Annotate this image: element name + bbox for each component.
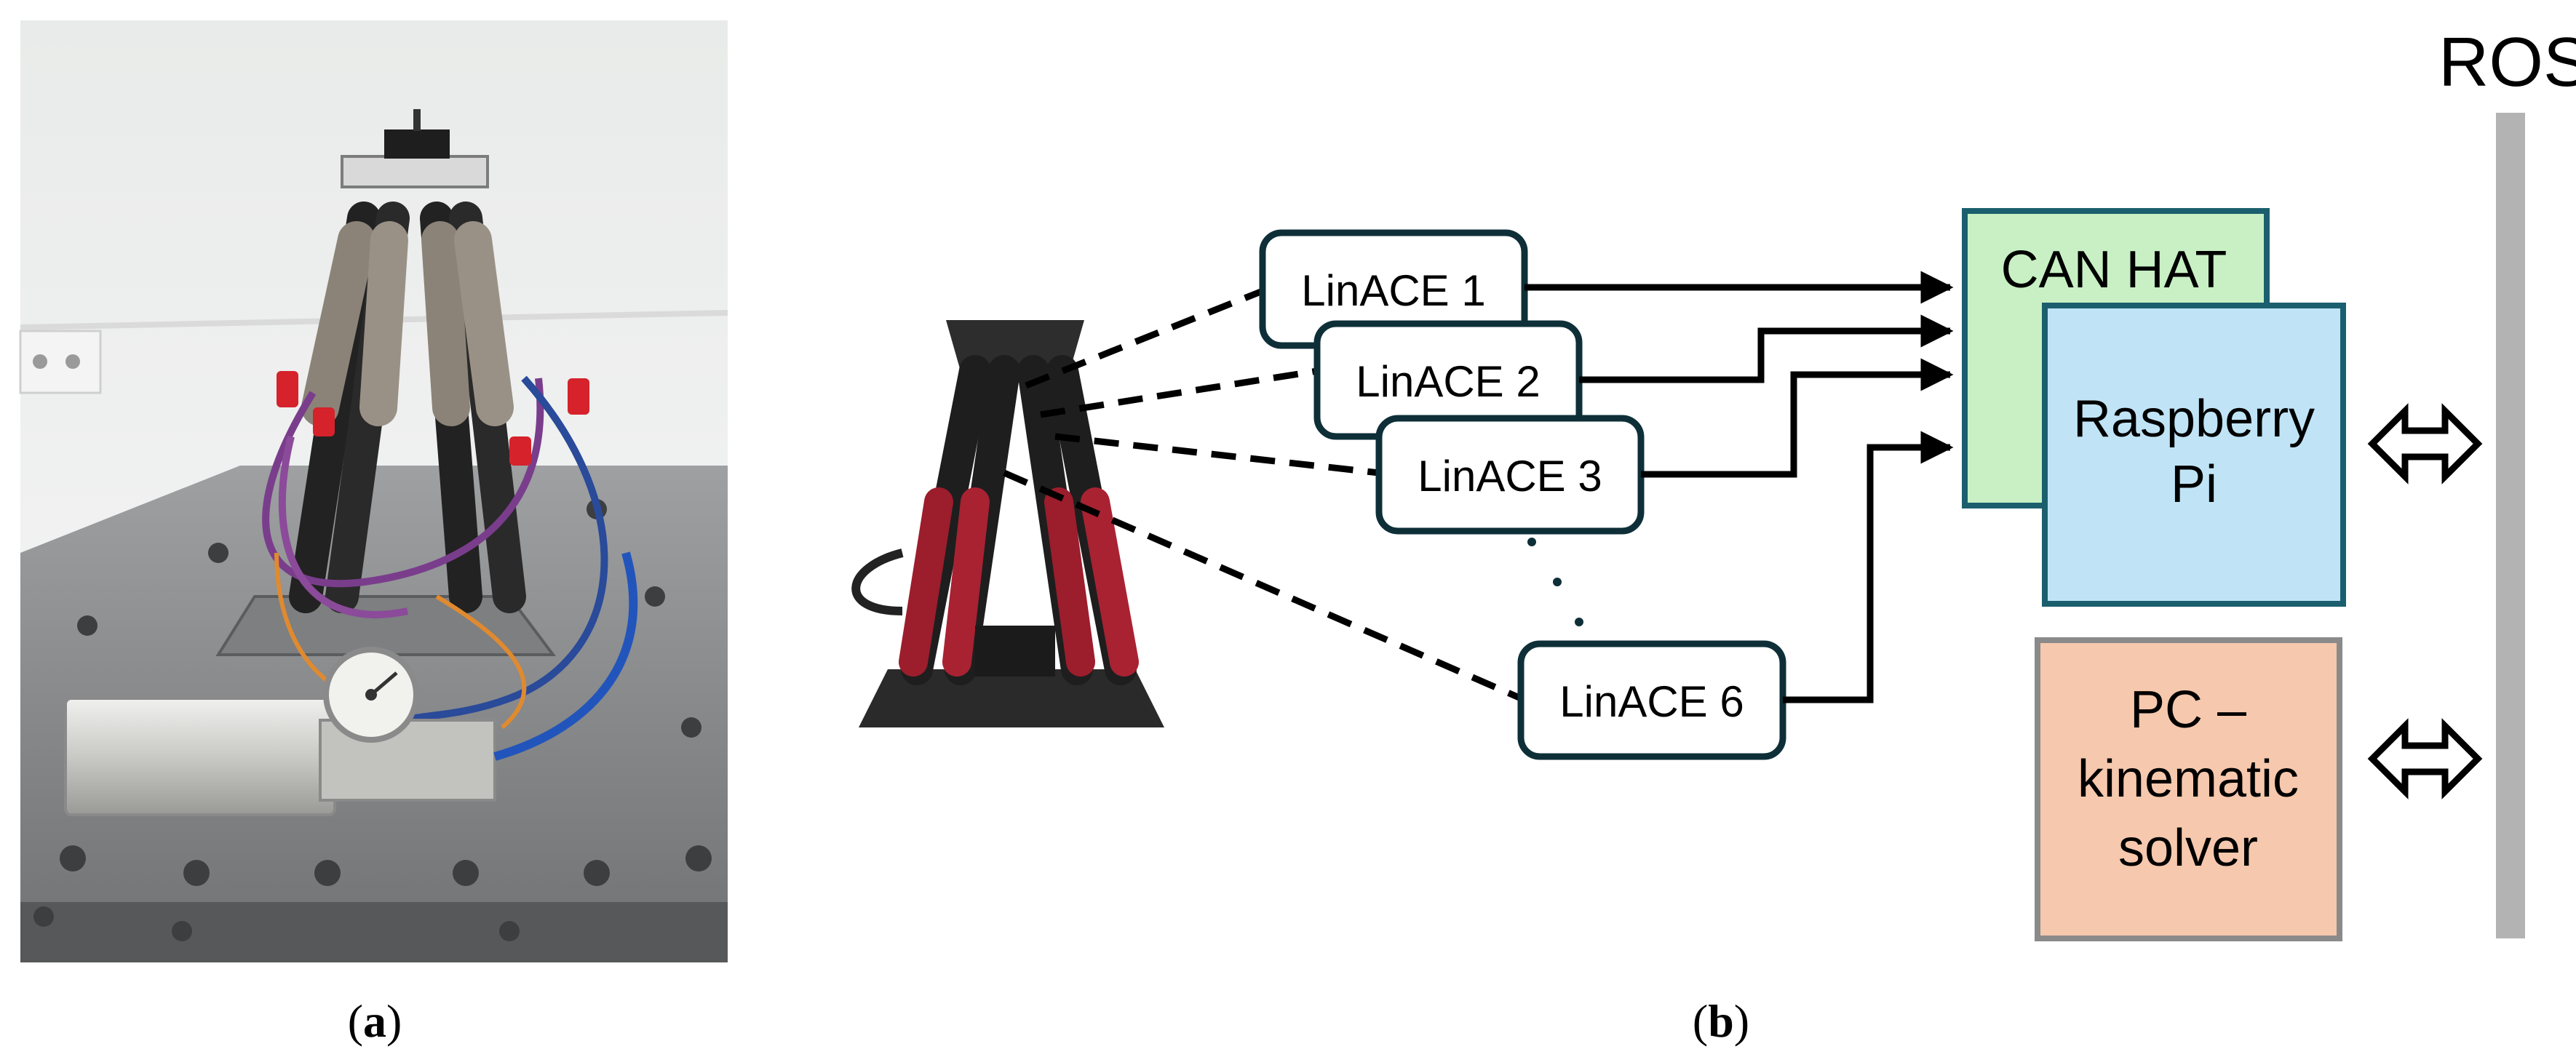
- blue-air-hose: [493, 551, 638, 761]
- table-front-face: [20, 902, 728, 962]
- panel-a-photo: [19, 20, 728, 962]
- hexapod-top-platform: [341, 155, 489, 188]
- caption-b: (b): [1693, 995, 1749, 1047]
- wall-socket-strip: [19, 330, 102, 394]
- table-holes: [33, 499, 712, 941]
- ros-bus-bar: [2496, 113, 2525, 938]
- dashed-link-3: [1054, 433, 1380, 476]
- hexapod-top-cap: [384, 129, 450, 159]
- hexapod-model-base-plate: [859, 669, 1164, 727]
- can-hat-label: CAN HAT: [2001, 241, 2227, 299]
- linace-1-label: LinACE 1: [1301, 266, 1485, 315]
- caption-a: (a): [348, 995, 402, 1047]
- dashed-link-6: [1003, 469, 1522, 702]
- hexapod-legs: [289, 202, 526, 613]
- pc-line2: kinematic: [2078, 750, 2299, 808]
- socket-hole: [33, 354, 47, 369]
- raspberry-pi-line1: Raspberry: [2073, 390, 2315, 448]
- vertical-ellipsis: [1527, 538, 1583, 626]
- ros-label: ROS: [2438, 23, 2576, 101]
- pc-line3: solver: [2118, 819, 2258, 877]
- dashed-connectors: [1003, 287, 1522, 702]
- pneumatic-cylinder: [64, 697, 336, 816]
- hexapod-model-center-block: [975, 626, 1055, 677]
- arrow-linace-6: [1783, 431, 1954, 703]
- gauge-needle: [370, 671, 398, 696]
- linace-3-label: LinACE 3: [1418, 452, 1602, 500]
- linace-2-label: LinACE 2: [1356, 357, 1540, 406]
- raspberry-pi-box: Raspberry Pi: [2042, 303, 2346, 607]
- pc-line1: PC –: [2130, 681, 2247, 739]
- hexapod-model-legs: [899, 355, 1139, 685]
- hexapod-model-cable: [851, 549, 904, 615]
- pc-solver-box: PC – kinematic solver: [2035, 637, 2342, 941]
- linace-box-2: LinACE 2: [1313, 320, 1583, 440]
- hexapod-model-image: [851, 320, 1164, 727]
- arrow-linace-2: [1579, 314, 1954, 383]
- linace-box-6: LinACE 6: [1517, 640, 1786, 760]
- can-arrows: [1524, 271, 1954, 703]
- arrow-linace-3: [1641, 358, 1954, 478]
- red-tape-marks: [277, 371, 589, 466]
- linace-box-3: LinACE 3: [1375, 415, 1645, 535]
- raspberry-pi-line2: Pi: [2171, 455, 2217, 514]
- dashed-link-1: [1025, 287, 1264, 389]
- bidirectional-arrow-pc-ros: [2367, 718, 2483, 799]
- linace-6-label: LinACE 6: [1559, 677, 1744, 726]
- socket-hole: [65, 354, 80, 369]
- dashed-link-2: [1040, 367, 1318, 418]
- bidirectional-arrow-pi-ros: [2367, 403, 2483, 484]
